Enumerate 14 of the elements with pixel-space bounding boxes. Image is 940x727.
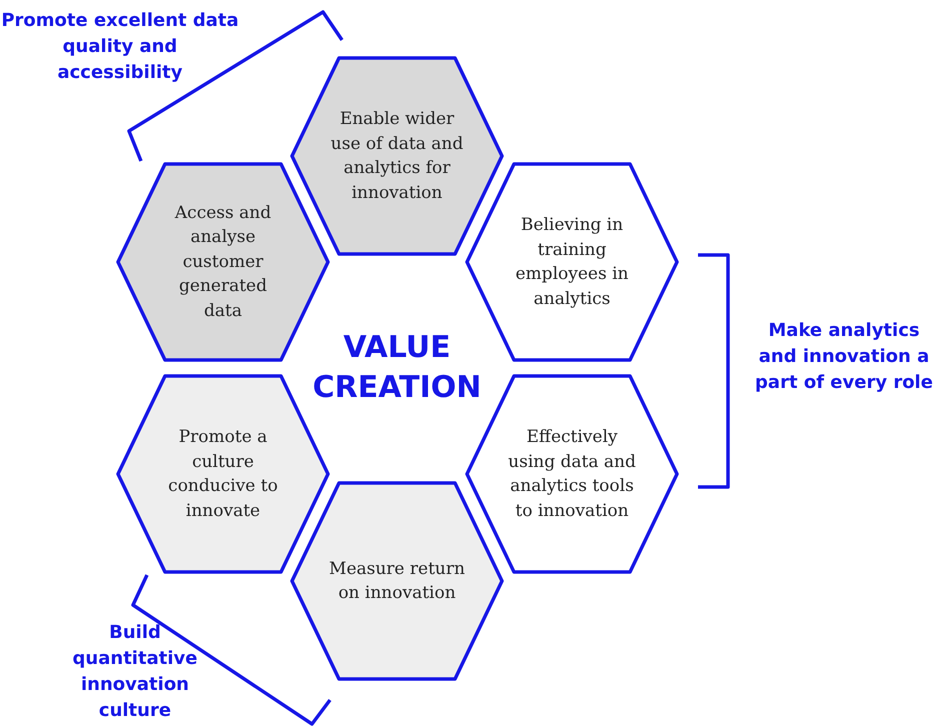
hexagon-text: Effectively using data and analytics tools to innovation xyxy=(507,426,637,522)
bracket-label: Make analytics and innovation a part of every role xyxy=(754,319,934,395)
hexagon xyxy=(117,163,329,361)
hexagon-text: Enable wider use of data and analytics for innovation xyxy=(330,108,464,204)
hexagon xyxy=(291,57,503,255)
bracket-label: Promote excellent data quality and accessibility xyxy=(0,9,240,85)
hexagon xyxy=(291,482,503,680)
hexagon-text: Access and analyse customer generated data xyxy=(174,202,272,323)
hexagon-text: Promote a culture conducive to innovate xyxy=(167,426,279,522)
hexagon-text: Measure return on innovation xyxy=(328,558,466,605)
hexagon-text: Believing in training employees in analytics xyxy=(514,214,630,310)
bracket-label: Build quantitative innovation culture xyxy=(72,621,198,723)
center-title: VALUE CREATION xyxy=(312,329,482,407)
hexagon xyxy=(466,163,678,361)
